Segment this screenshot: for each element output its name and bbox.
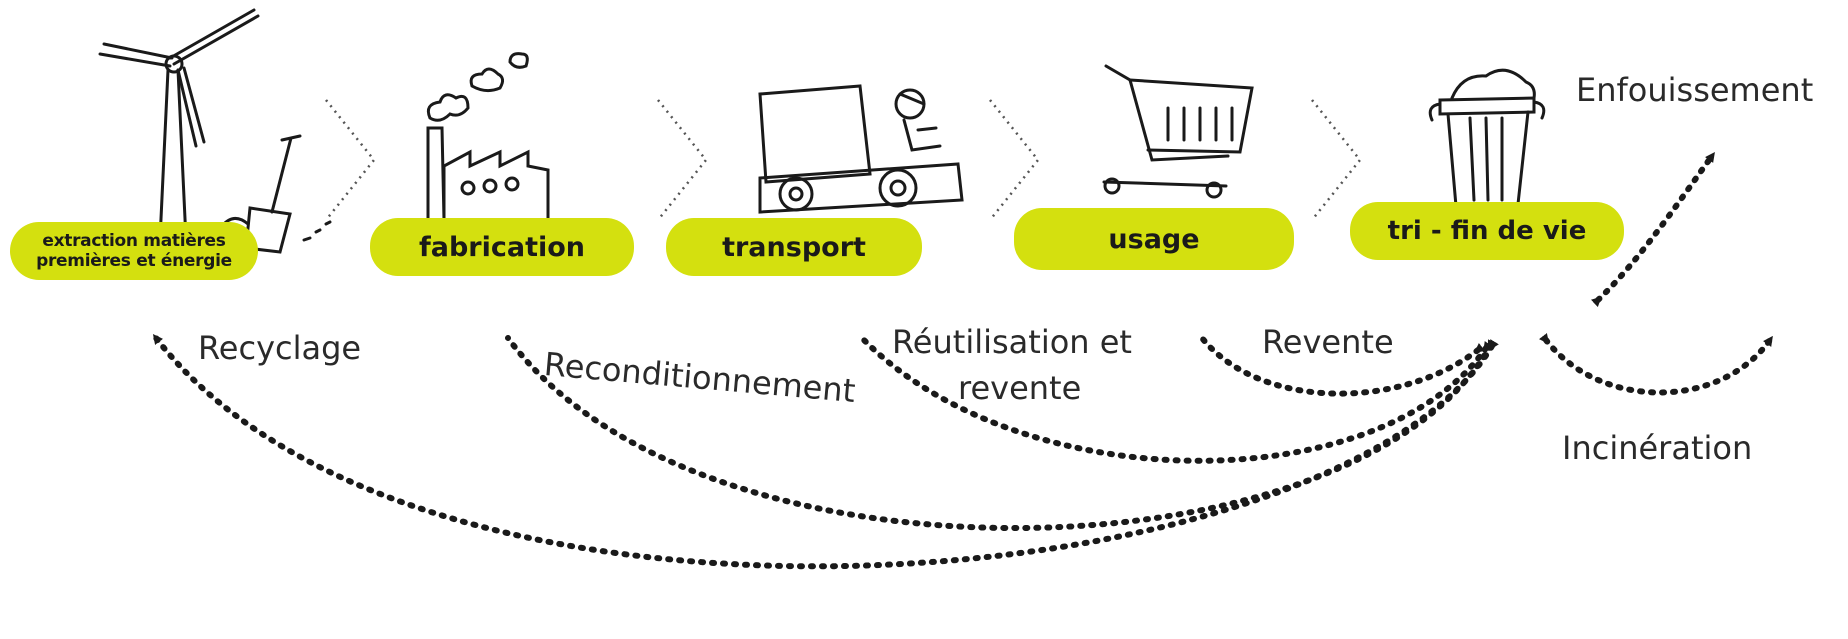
stage-extraction-label: extraction matières premières et énergie [36,230,232,271]
stage-usage-label: usage [1108,223,1200,255]
arrow-enfouissement [1590,151,1715,308]
label-enfouissement: Enfouissement [1576,71,1814,109]
stage-fabrication: fabrication [370,218,634,276]
wind-turbine-icon [98,8,260,242]
label-recyclage: Recyclage [198,329,362,367]
truck-icon [758,84,964,214]
arrow-incineration [1538,332,1773,396]
stage-fabrication-label: fabrication [418,231,586,263]
stage-extraction: extraction matières premières et énergie [10,222,258,280]
arrow-revente [1199,335,1486,397]
shopping-cart-icon [1102,64,1254,199]
label-revente: Revente [1262,323,1394,361]
label-incineration: Incinération [1562,429,1753,467]
label-reutilisation-1: Réutilisation et [892,323,1132,361]
label-reutilisation-2: revente [958,369,1082,407]
factory-icon [426,52,550,222]
return-arrows [152,151,1773,570]
arrow-reconditionnement [505,335,1497,531]
stage-usage: usage [1014,208,1294,270]
stage-transport-label: transport [722,231,866,263]
trash-bin-icon [1428,68,1546,208]
stage-fin-de-vie-label: tri - fin de vie [1387,216,1587,246]
stage-fin-de-vie: tri - fin de vie [1350,202,1624,260]
stage-transport: transport [666,218,922,276]
